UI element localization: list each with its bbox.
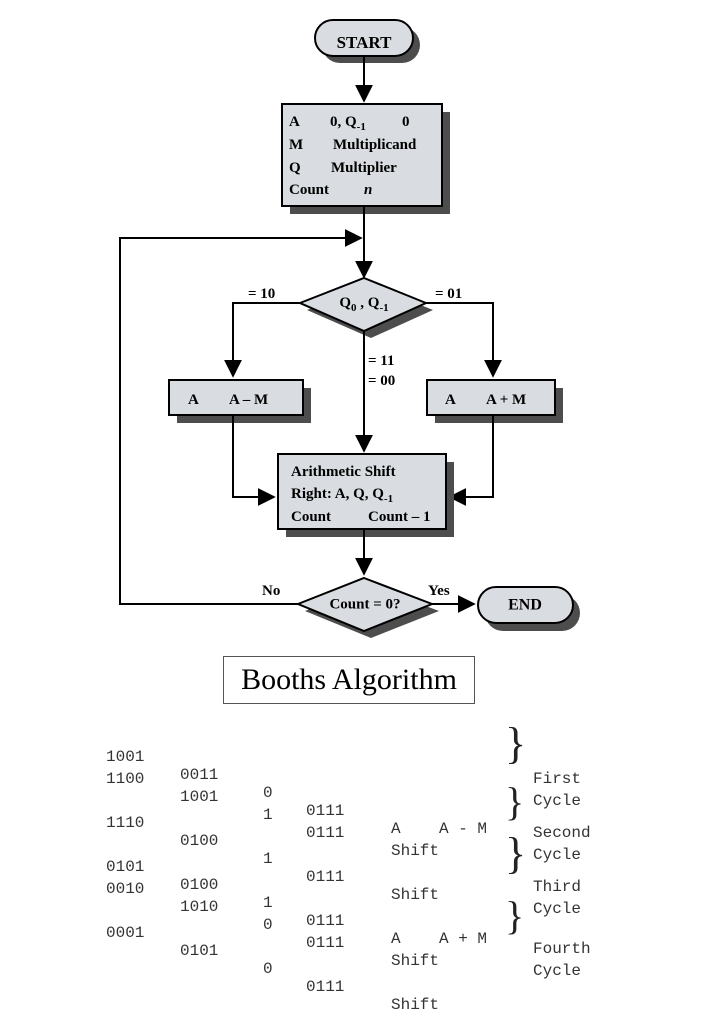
init-line-3: Q Multiplier	[289, 160, 397, 176]
caption-text: Booths Algorithm	[241, 663, 457, 696]
add-box: A A + M	[426, 379, 563, 423]
label-eq-01: = 01	[435, 286, 462, 302]
trace-row: 1110 0100 1 0111 Shift	[106, 814, 440, 904]
count-decision-label: Count = 0?	[329, 596, 400, 612]
label-no: No	[262, 583, 280, 599]
brace-icon: }	[505, 893, 525, 938]
trace-row: 1001 0011 0 0111 A A - M	[106, 748, 488, 838]
arrow-subtract-to-shift	[232, 415, 276, 506]
shift-line-3a: Count	[291, 509, 331, 525]
decision-count-zero: Count = 0?	[295, 576, 439, 638]
end-terminal: END	[477, 586, 580, 631]
init-box: A 0, Q-1 0 M Multiplicand Q Multiplier C…	[281, 103, 450, 214]
arrow-add-to-shift	[448, 415, 494, 506]
caption: Booths Algorithm	[223, 656, 475, 704]
decision-q0-q1: Q0 , Q-1	[297, 276, 433, 338]
arrow-to-subtract	[224, 302, 300, 378]
trace-row: 1100 1001 1 0111 Shift	[106, 770, 440, 860]
start-label: START	[337, 33, 392, 52]
add-a: A	[445, 392, 456, 408]
brace-icon: }	[505, 779, 525, 824]
decision-label: Q0 , Q-1	[339, 295, 388, 313]
shift-line-2: Right: A, Q, Q-1	[291, 486, 393, 505]
shift-box: Arithmetic Shift Right: A, Q, Q-1 Count …	[277, 453, 454, 537]
label-yes: Yes	[428, 583, 450, 599]
end-label: END	[508, 597, 542, 614]
brace-icon: }	[505, 719, 527, 768]
subtract-a: A	[188, 392, 199, 408]
label-eq-11: = 11	[368, 353, 394, 369]
trace-row: 0101 0100 1 0111 A A + M	[106, 858, 488, 948]
trace-row: 0001 0101 0 0111 Shift	[106, 924, 440, 1014]
init-line-4: Count n	[289, 182, 372, 198]
loop-back-arrow	[119, 229, 363, 605]
subtract-expr: A – M	[229, 392, 268, 408]
init-line-1: A 0, Q-1 0	[289, 114, 410, 134]
start-terminal: START	[314, 19, 420, 63]
booth-flowchart: START A 0, Q-1 0 M Multiplicand Q Multip…	[119, 19, 580, 638]
shift-line-1: Arithmetic Shift	[291, 464, 396, 480]
add-expr: A + M	[486, 392, 526, 408]
label-eq-00: = 00	[368, 373, 395, 389]
init-line-2: M Multiplicand	[289, 137, 417, 153]
subtract-box: A A – M	[168, 379, 311, 423]
arrow-to-add	[426, 302, 502, 378]
brace-icon: }	[505, 829, 527, 878]
shift-line-3b: Count – 1	[368, 509, 431, 525]
label-eq-10: = 10	[248, 286, 275, 302]
